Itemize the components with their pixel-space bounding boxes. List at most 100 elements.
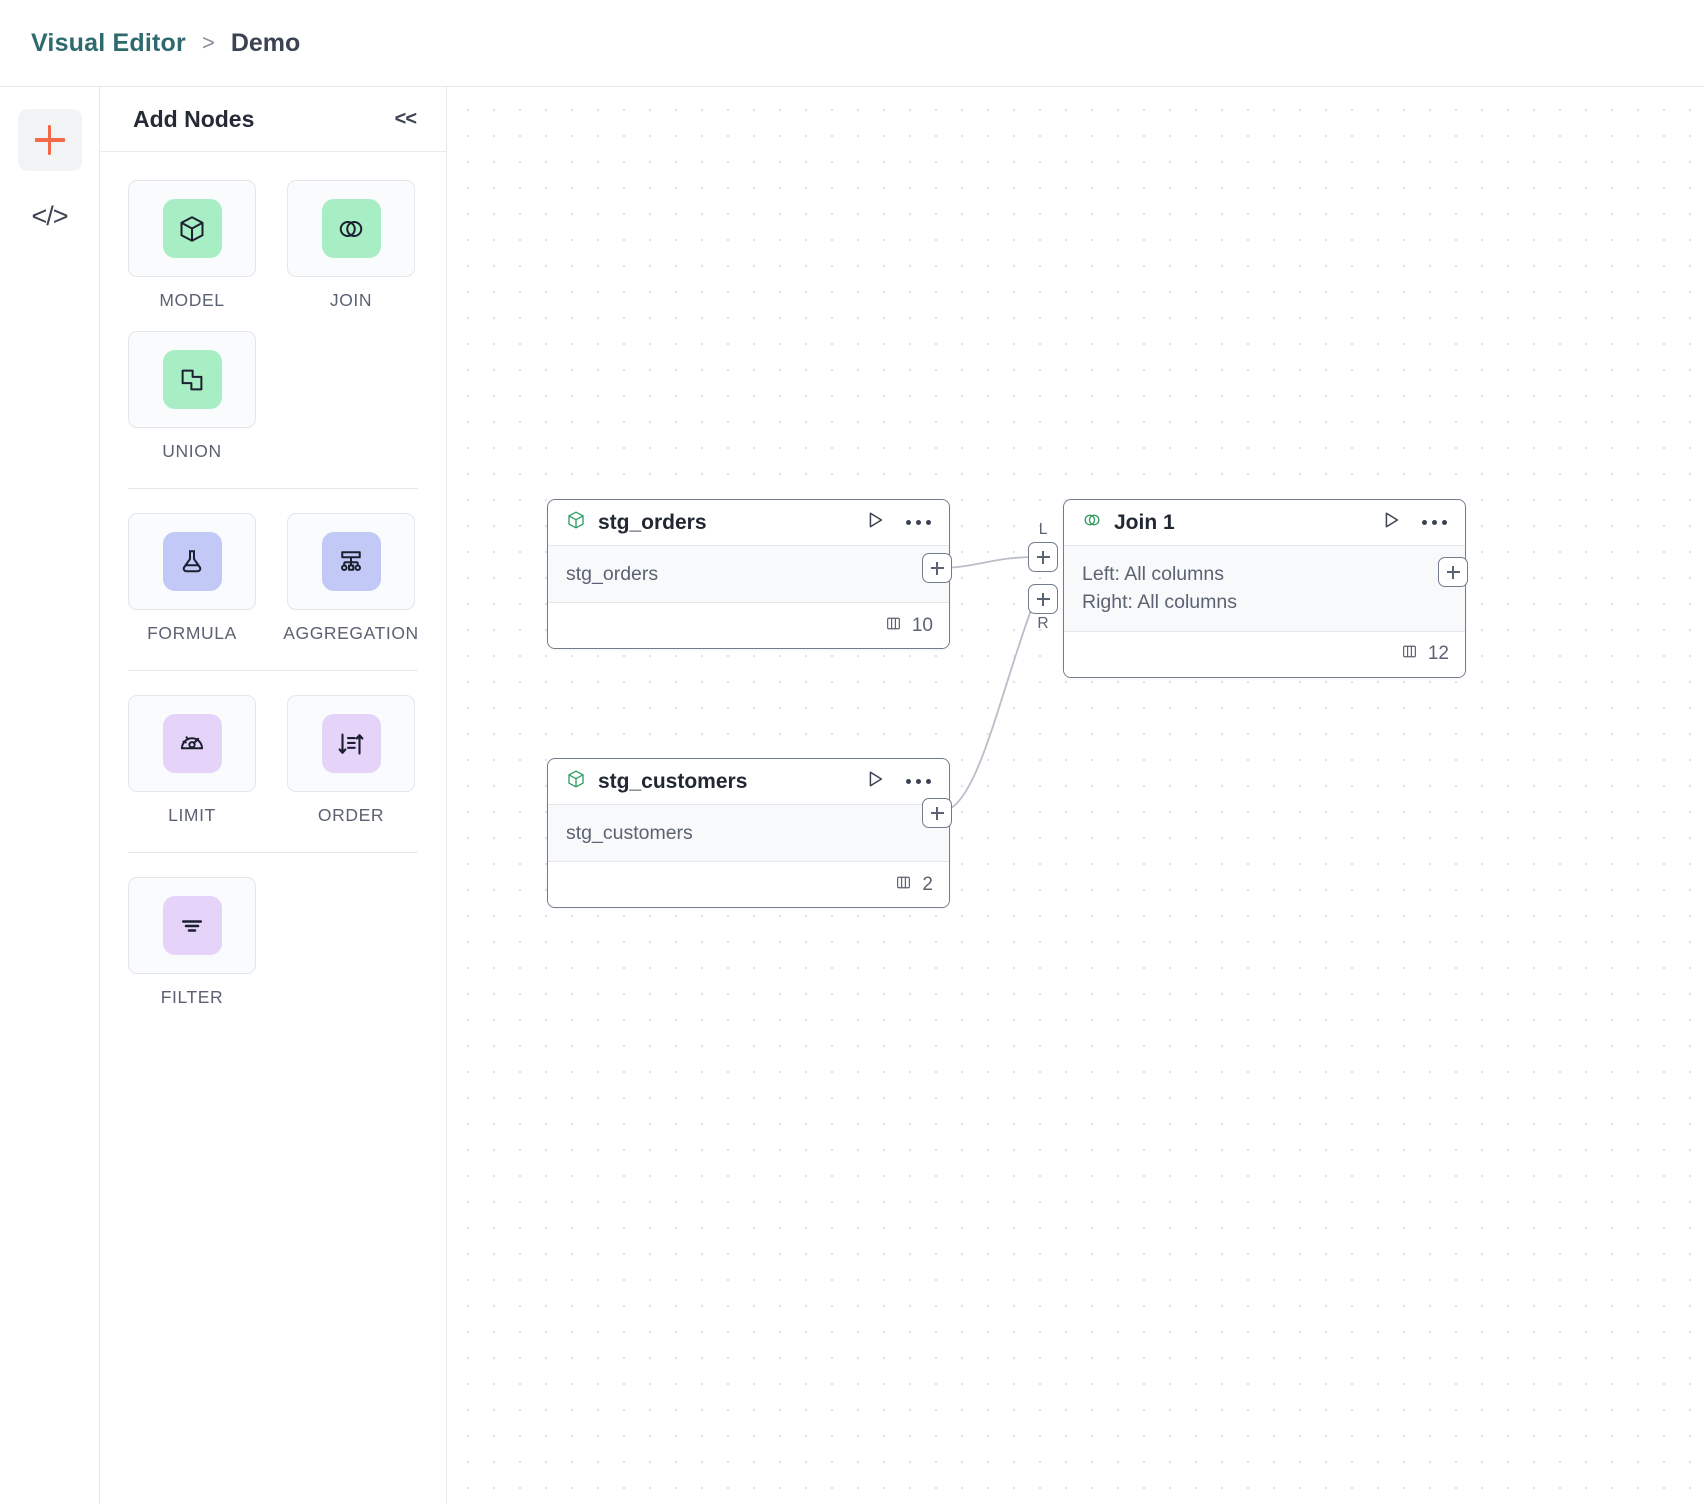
sort-arrows-icon (321, 714, 381, 773)
palette-divider (128, 488, 418, 489)
venn-circles-icon (321, 199, 381, 258)
palette-label: LIMIT (168, 805, 216, 825)
palette-label: MODEL (159, 290, 225, 310)
palette-label: AGGREGATION (283, 623, 419, 643)
node-stg-customers[interactable]: stg_customers stg_customers (547, 758, 950, 909)
column-count: 10 (911, 614, 933, 636)
node-body-line: stg_customers (566, 822, 693, 844)
panel-title: Add Nodes (133, 105, 255, 132)
palette-item-filter[interactable]: FILTER (128, 877, 256, 1008)
node-header: stg_orders (548, 500, 949, 546)
output-port-stg-customers[interactable] (922, 798, 952, 828)
palette-label: FORMULA (147, 623, 237, 643)
flask-icon (162, 532, 222, 591)
panel-header: Add Nodes << (100, 87, 446, 152)
more-options-icon[interactable] (1420, 514, 1450, 532)
palette-divider (128, 670, 418, 671)
output-port-stg-orders[interactable] (922, 553, 952, 583)
node-header: stg_customers (548, 759, 949, 805)
cube-icon (566, 510, 586, 535)
hierarchy-icon (321, 532, 381, 591)
node-palette: MODEL JOIN (100, 152, 446, 1504)
palette-label: ORDER (317, 805, 385, 825)
breadcrumb-leaf[interactable]: Demo (230, 28, 301, 57)
add-node-button[interactable] (17, 109, 82, 171)
node-title: stg_orders (598, 510, 707, 534)
overlapping-squares-icon (162, 350, 222, 409)
play-icon[interactable] (1380, 509, 1402, 536)
node-title: Join 1 (1114, 510, 1175, 534)
node-body-line-right: Right: All columns (1082, 591, 1237, 614)
node-actions (864, 509, 934, 536)
more-options-icon[interactable] (904, 514, 934, 532)
palette-divider (128, 852, 418, 853)
cube-icon (566, 769, 586, 794)
port-label-left: L (1038, 521, 1048, 538)
node-stg-orders[interactable]: stg_orders stg_orders (547, 499, 950, 650)
palette-item-union[interactable]: UNION (128, 331, 256, 462)
output-port-join-1[interactable] (1438, 557, 1468, 587)
column-count: 2 (922, 873, 933, 895)
edge-stg-customers-to-join-right (936, 598, 1036, 814)
app-body: </> Add Nodes << MODEL (0, 87, 1704, 1504)
node-actions (1380, 509, 1450, 536)
add-nodes-panel: Add Nodes << MODEL (100, 87, 447, 1504)
palette-tile[interactable] (128, 180, 256, 277)
palette-tile[interactable] (287, 695, 415, 792)
palette-tile[interactable] (128, 331, 256, 428)
node-body: stg_orders (548, 546, 949, 604)
node-body-line: stg_orders (566, 563, 659, 585)
left-icon-rail: </> (0, 87, 100, 1504)
node-footer: 12 (1064, 631, 1465, 677)
port-label-right: R (1037, 615, 1049, 632)
palette-item-formula[interactable]: FORMULA (128, 513, 256, 644)
palette-tile[interactable] (128, 513, 256, 610)
code-view-button[interactable]: </> (18, 185, 82, 247)
palette-item-limit[interactable]: LIMIT (128, 695, 256, 826)
filter-lines-icon (162, 896, 222, 955)
venn-circles-icon (1082, 510, 1102, 535)
plus-icon (34, 125, 65, 155)
palette-item-join[interactable]: JOIN (287, 180, 415, 311)
palette-item-model[interactable]: MODEL (128, 180, 256, 311)
palette-item-order[interactable]: ORDER (287, 695, 415, 826)
palette-item-aggregation[interactable]: AGGREGATION (283, 513, 418, 644)
palette-label: FILTER (160, 987, 224, 1007)
node-actions (864, 768, 934, 795)
palette-group-filter: FILTER (128, 877, 418, 1008)
palette-label: JOIN (329, 290, 373, 310)
play-icon[interactable] (864, 509, 886, 536)
palette-tile[interactable] (287, 180, 415, 277)
column-count: 12 (1427, 643, 1449, 665)
breadcrumb-separator: > (201, 30, 215, 55)
gauge-icon (162, 714, 222, 773)
node-join-1[interactable]: Join 1 Left: All columns Right: All colu… (1063, 499, 1466, 678)
columns-icon (1400, 642, 1419, 666)
breadcrumb-root[interactable]: Visual Editor (31, 28, 186, 57)
input-port-join-left[interactable] (1028, 542, 1058, 572)
palette-tile[interactable] (128, 877, 256, 974)
cube-icon (162, 199, 222, 258)
palette-group-rowops: LIMIT ORDER (128, 695, 418, 826)
node-title: stg_customers (598, 769, 748, 793)
input-port-join-right[interactable] (1028, 584, 1058, 614)
code-icon: </> (31, 200, 68, 231)
play-icon[interactable] (864, 768, 886, 795)
node-header: Join 1 (1064, 500, 1465, 546)
collapse-panel-button[interactable]: << (394, 107, 417, 130)
palette-label: UNION (162, 441, 222, 461)
node-footer: 10 (548, 603, 949, 649)
palette-tile[interactable] (128, 695, 256, 792)
palette-tile[interactable] (287, 513, 415, 610)
columns-icon (884, 614, 903, 638)
node-body-line-left: Left: All columns (1082, 563, 1224, 585)
node-body: Left: All columns Right: All columns (1064, 546, 1465, 632)
columns-icon (894, 873, 913, 897)
palette-group-transforms: FORMULA AGGREGATION (128, 513, 418, 644)
app-header: Visual Editor > Demo (0, 0, 1704, 87)
flow-canvas[interactable]: stg_orders stg_orders (447, 87, 1704, 1504)
more-options-icon[interactable] (904, 773, 934, 791)
node-body: stg_customers (548, 805, 949, 863)
node-footer: 2 (548, 862, 949, 908)
palette-group-sources: MODEL JOIN (128, 180, 418, 462)
